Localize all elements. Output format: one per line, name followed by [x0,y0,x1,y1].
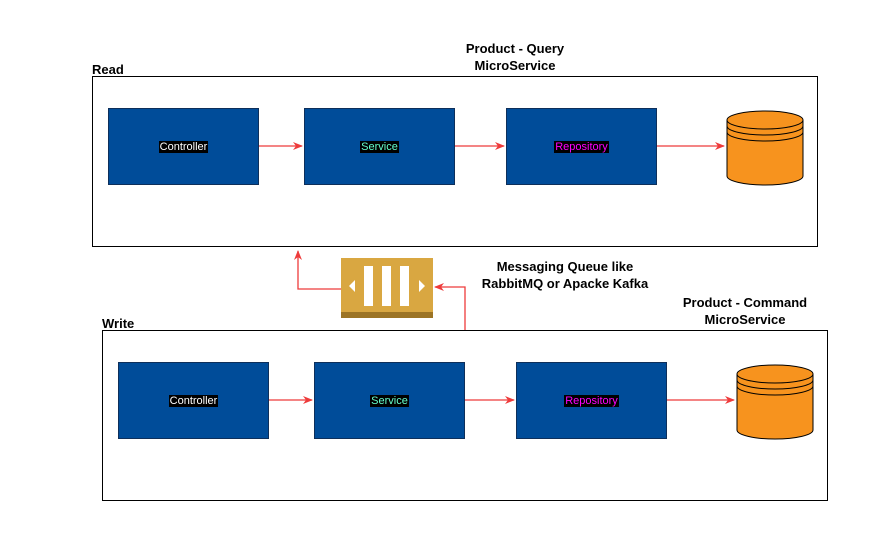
command-repository-box: Repository [516,362,667,439]
message-queue-icon [341,258,433,318]
query-repository-box: Repository [506,108,657,185]
arrow-write-to-queue [434,283,466,330]
arrow-queue-to-read [294,250,341,290]
query-controller-label: Controller [158,140,209,153]
query-database-icon [726,110,804,186]
query-service-box: Service [304,108,455,185]
query-repository-label: Repository [554,140,609,153]
command-repository-label: Repository [564,394,619,407]
command-controller-label: Controller [168,394,219,407]
messaging-queue-label: Messaging Queue like RabbitMQ or Apacke … [481,259,649,291]
query-controller-box: Controller [108,108,259,185]
command-service-label: Service [370,394,409,407]
write-container-label: Write [102,316,135,331]
command-controller-box: Controller [118,362,269,439]
command-database-icon [736,364,814,440]
command-service-title: Product - Command MicroService [682,295,808,327]
query-service-label: Service [360,140,399,153]
query-service-title: Product - Query MicroService [465,41,565,73]
command-service-box: Service [314,362,465,439]
read-container-label: Read [92,62,124,77]
